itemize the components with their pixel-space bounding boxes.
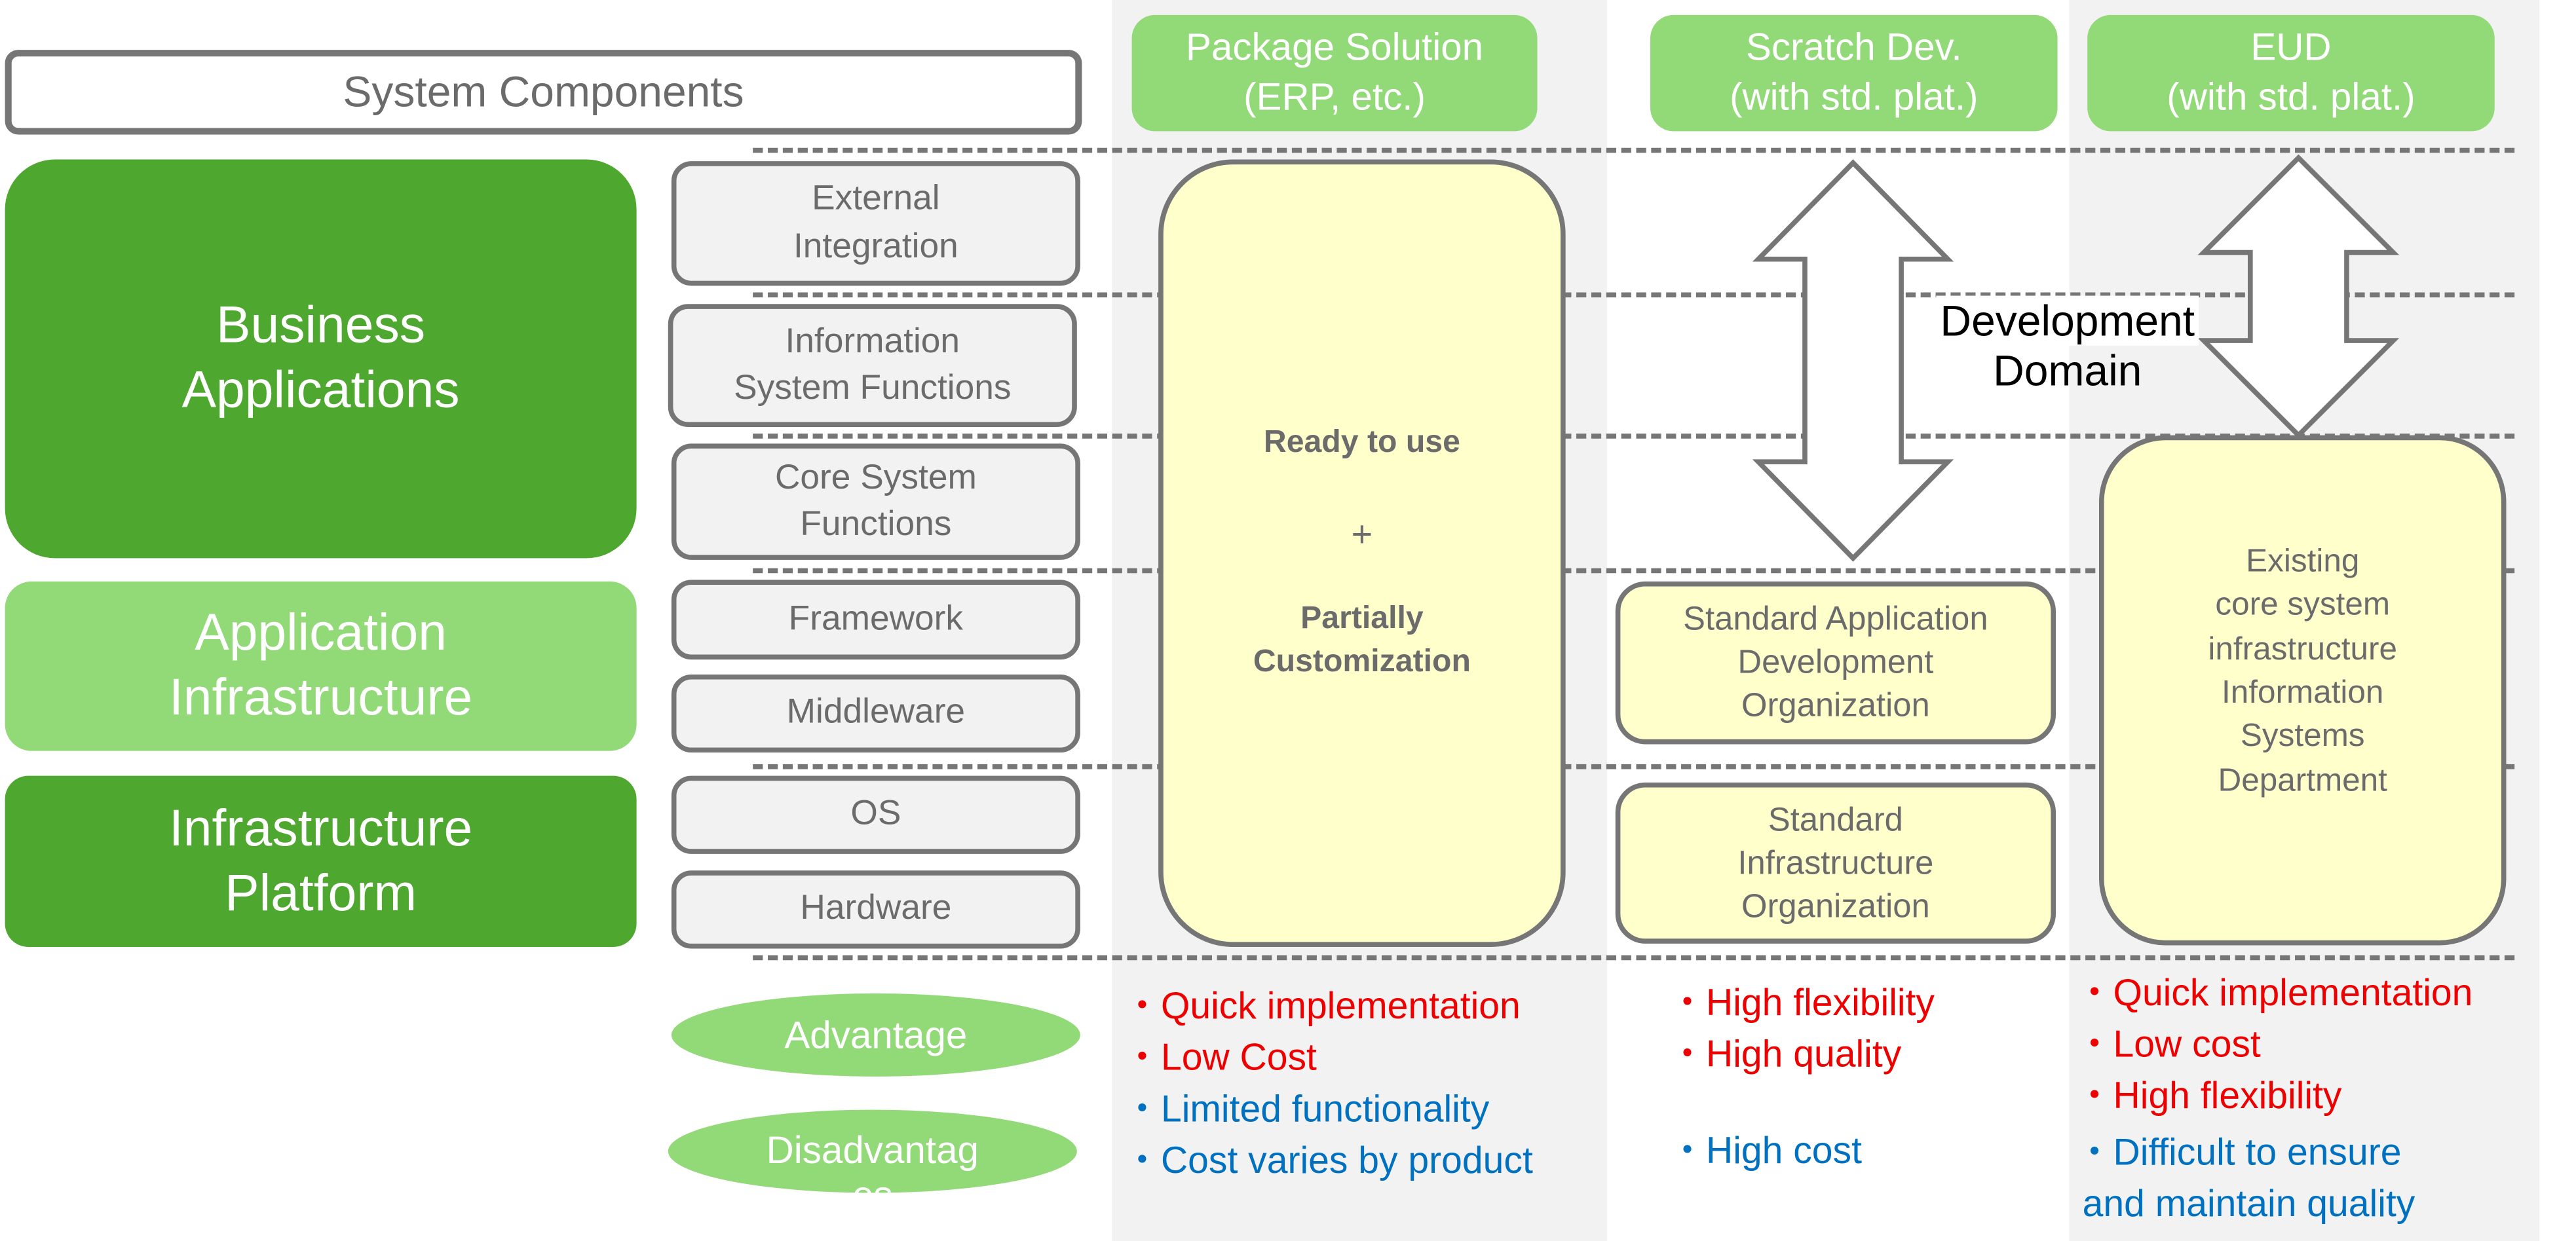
layer-label: Applications bbox=[181, 360, 460, 419]
package-advantage-item: ・Quick implementation bbox=[1123, 985, 1521, 1027]
layer-divider bbox=[753, 147, 2515, 153]
component-information-system-functions: Information System Functions bbox=[668, 304, 1077, 427]
layer-label: Application bbox=[195, 603, 447, 662]
component-label: Functions bbox=[800, 505, 952, 544]
double-arrow-shape bbox=[2197, 154, 2400, 439]
layer-divider bbox=[753, 764, 2515, 769]
eud-label: Existing bbox=[2246, 543, 2360, 580]
package-advantage-item: ・Low Cost bbox=[1123, 1036, 1317, 1079]
advantage-badge: Advantage bbox=[671, 993, 1080, 1077]
component-framework: Framework bbox=[671, 580, 1080, 660]
layer-application-infrastructure: Application Infrastructure bbox=[5, 581, 637, 751]
column-header-subtitle: (with std. plat.) bbox=[1730, 75, 1979, 119]
package-disadvantage-item: ・Limited functionality bbox=[1123, 1088, 1490, 1130]
layer-label: Business bbox=[216, 296, 426, 354]
component-core-system-functions: Core System Functions bbox=[671, 443, 1080, 560]
component-label: Middleware bbox=[786, 693, 966, 732]
package-pros-cons: ・Quick implementation ・Low Cost ・Limited… bbox=[1124, 980, 1533, 1187]
org-label: Standard bbox=[1768, 802, 1903, 838]
scratch-advantage-item: ・High quality bbox=[1668, 1033, 1902, 1075]
standard-application-development-organization: Standard Application Development Organiz… bbox=[1615, 581, 2056, 745]
eud-information-systems-box: Existing core system infrastructure Info… bbox=[2098, 435, 2507, 946]
component-label: System Functions bbox=[734, 369, 1012, 407]
system-components-label: System Components bbox=[343, 66, 744, 117]
package-plus-label: + bbox=[1351, 513, 1373, 555]
org-label: Organization bbox=[1741, 688, 1930, 725]
disadvantage-label-overflow: es bbox=[852, 1172, 893, 1216]
scratch-development-arrow-icon bbox=[1752, 159, 1954, 562]
eud-pros-cons: ・Quick implementation ・Low cost ・High fl… bbox=[2075, 967, 2472, 1229]
component-label: Information bbox=[785, 322, 960, 360]
component-label: Framework bbox=[788, 599, 964, 638]
standard-infrastructure-organization: Standard Infrastructure Organization bbox=[1615, 782, 2056, 944]
layer-divider bbox=[753, 292, 2515, 298]
component-hardware: Hardware bbox=[671, 870, 1080, 949]
advantage-label: Advantage bbox=[784, 1012, 968, 1056]
development-domain-line2: Domain bbox=[1993, 345, 2142, 396]
eud-label: Systems bbox=[2240, 718, 2365, 755]
component-label: Hardware bbox=[800, 889, 952, 928]
eud-disadvantage-item: ・Difficult to ensure bbox=[2075, 1131, 2402, 1173]
org-label: Organization bbox=[1741, 887, 1930, 925]
disadvantage-label: Disadvantag bbox=[766, 1128, 979, 1172]
eud-advantage-item: ・Quick implementation bbox=[2075, 972, 2473, 1014]
component-external-integration: External Integration bbox=[671, 161, 1080, 286]
scratch-disadvantage-item: ・High cost bbox=[1668, 1130, 1862, 1172]
layer-divider bbox=[753, 434, 2515, 439]
org-label: Standard Application bbox=[1683, 601, 1988, 639]
eud-development-arrow-icon bbox=[2197, 154, 2400, 439]
double-arrow-shape bbox=[1752, 159, 1954, 562]
column-header-title: EUD bbox=[2250, 25, 2332, 69]
column-header-subtitle: (with std. plat.) bbox=[2167, 75, 2415, 119]
disadvantage-badge: Disadvantag es bbox=[668, 1109, 1077, 1216]
package-ready-label: Ready to use bbox=[1263, 425, 1460, 460]
component-label: External bbox=[812, 179, 940, 218]
column-header-title: Package Solution bbox=[1185, 25, 1484, 69]
component-middleware: Middleware bbox=[671, 674, 1080, 753]
scratch-pros-cons: ・High flexibility ・High quality ・High co… bbox=[1669, 977, 1935, 1176]
column-header-title: Scratch Dev. bbox=[1745, 25, 1962, 69]
layer-infrastructure-platform: Infrastructure Platform bbox=[5, 775, 637, 947]
eud-label: Information bbox=[2221, 674, 2384, 711]
layer-label: Infrastructure bbox=[168, 667, 473, 726]
system-components-title: System Components bbox=[5, 50, 1082, 135]
scratch-advantage-item: ・High flexibility bbox=[1668, 982, 1935, 1024]
development-domain-line1: Development bbox=[1937, 295, 2199, 346]
component-os: OS bbox=[671, 775, 1080, 854]
eud-disadvantage-item: and maintain quality bbox=[2082, 1183, 2415, 1225]
package-solution-box: Ready to use + Partially Customization bbox=[1158, 159, 1566, 947]
package-partially-label: Partially bbox=[1300, 601, 1424, 637]
column-header-scratch: Scratch Dev. (with std. plat.) bbox=[1650, 14, 2058, 132]
component-label: Integration bbox=[793, 227, 958, 265]
org-label: Infrastructure bbox=[1737, 844, 1934, 881]
layer-divider bbox=[753, 568, 2515, 574]
component-label: Core System bbox=[774, 458, 977, 496]
layer-divider bbox=[753, 955, 2515, 961]
org-label: Development bbox=[1737, 644, 1934, 682]
eud-advantage-item: ・Low cost bbox=[2075, 1023, 2261, 1065]
package-customization-label: Customization bbox=[1253, 644, 1471, 680]
column-header-eud: EUD (with std. plat.) bbox=[2087, 14, 2495, 132]
eud-label: Department bbox=[2218, 762, 2387, 799]
eud-label: core system bbox=[2215, 587, 2391, 624]
column-header-package: Package Solution (ERP, etc.) bbox=[1131, 14, 1538, 132]
package-disadvantage-item: ・Cost varies by product bbox=[1123, 1139, 1533, 1181]
component-label: OS bbox=[850, 794, 901, 833]
layer-label: Infrastructure bbox=[168, 798, 473, 857]
layer-business-applications: Business Applications bbox=[5, 159, 637, 559]
development-domain-label: Development Domain bbox=[1901, 295, 2233, 396]
eud-advantage-item: ・High flexibility bbox=[2075, 1075, 2342, 1117]
layer-label: Platform bbox=[225, 862, 417, 921]
column-header-subtitle: (ERP, etc.) bbox=[1243, 75, 1426, 119]
eud-label: infrastructure bbox=[2208, 631, 2398, 667]
